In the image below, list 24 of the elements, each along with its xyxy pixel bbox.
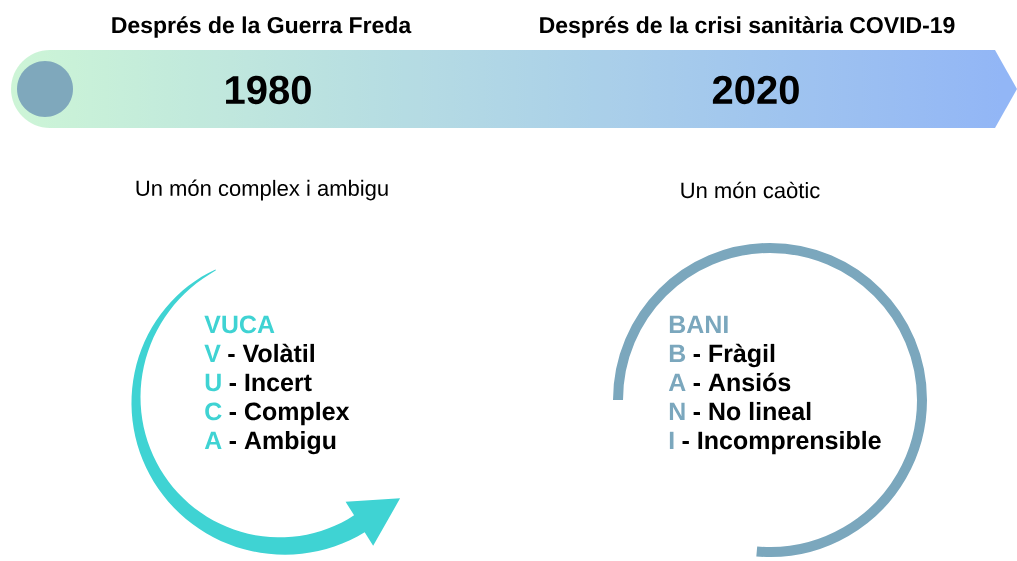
acronym-letter: U <box>205 373 221 392</box>
subtitle: Un món complex i ambigu <box>136 179 388 201</box>
acronym-meaning: - Volàtil <box>228 343 314 363</box>
acronym-meaning: - Complex <box>229 401 350 426</box>
acronym-letter: A <box>668 373 686 391</box>
acronym-meaning: - Fràgil <box>693 343 775 368</box>
acronym-letter: V <box>204 344 221 362</box>
subtitle: Un món caòtic <box>681 181 820 199</box>
acronym-letter: A <box>204 431 222 449</box>
acronym-heading: VUCA <box>204 315 275 334</box>
heading: Després de la Guerra Freda <box>112 16 412 38</box>
acronym-heading: BANI <box>669 315 728 333</box>
acronym-meaning: - Ansiós <box>693 372 791 392</box>
acronym-meaning: - Ambigu <box>229 430 336 455</box>
year-label: 2020 <box>712 75 799 105</box>
acronym-letter: B <box>669 344 686 362</box>
heading: Després de la crisi sanitària COVID-19 <box>540 16 955 38</box>
acronym-letter: C <box>205 402 222 421</box>
acronym-letter: N <box>669 402 685 420</box>
year-label: 1980 <box>226 75 311 105</box>
acronym-letter: I <box>669 431 674 449</box>
acronym-meaning: - Incert <box>229 373 312 392</box>
acronym-meaning: - Incomprensible <box>682 430 881 455</box>
acronym-meaning: - No lineal <box>693 401 811 421</box>
